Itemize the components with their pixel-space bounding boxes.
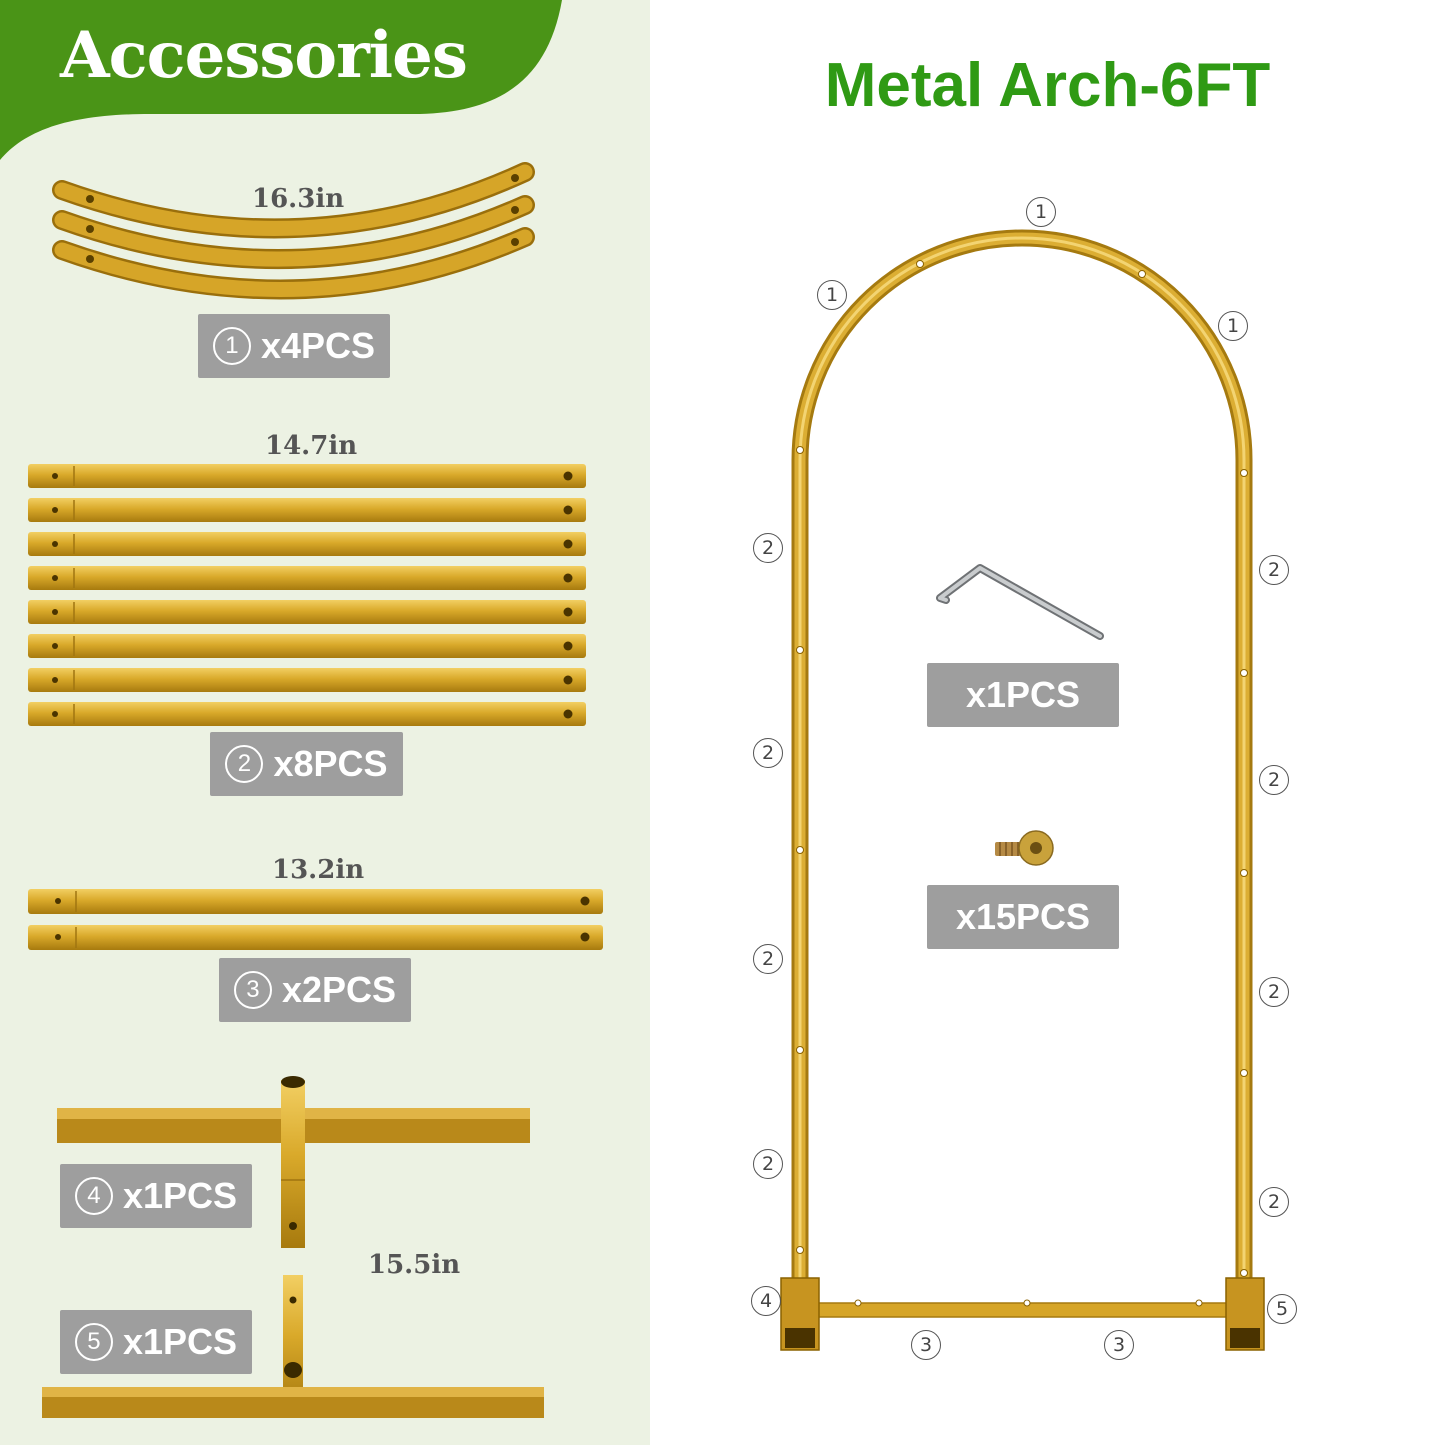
qty-text: x1PCS <box>965 674 1081 715</box>
screw-qty-badge: x15PCS <box>927 885 1119 949</box>
callout-part-3: 3 <box>911 1330 941 1360</box>
accessories-banner <box>0 0 562 160</box>
callout-part-1: 1 <box>817 280 847 310</box>
part-number-icon: 3 <box>233 971 272 1009</box>
dimension-label-part-3: 13.2in <box>272 855 365 885</box>
dimension-label-part-2: 14.7in <box>265 431 358 461</box>
main-title: Metal Arch-6FT <box>824 51 1271 120</box>
callout-part-4: 4 <box>751 1286 781 1316</box>
callout-part-2: 2 <box>1259 555 1289 585</box>
qty-text: x4PCS <box>260 325 376 366</box>
curved-tubes <box>52 162 535 300</box>
qty-text: x15PCS <box>955 896 1091 937</box>
callout-part-1: 1 <box>1218 311 1248 341</box>
base-piece-5 <box>42 1275 544 1418</box>
qty-text: x2PCS <box>281 969 397 1010</box>
callout-part-2: 2 <box>1259 1187 1289 1217</box>
parts-illustration <box>28 162 603 1418</box>
qty-text: x1PCS <box>122 1175 238 1216</box>
callout-part-2: 2 <box>1259 977 1289 1007</box>
callout-part-5: 5 <box>1267 1294 1297 1324</box>
callout-part-3: 3 <box>1104 1330 1134 1360</box>
part-number-icon: 5 <box>74 1323 113 1361</box>
part-number-icon: 4 <box>74 1177 113 1215</box>
accessories-title: Accessories <box>60 18 468 93</box>
dimension-label-base: 15.5in <box>368 1250 461 1280</box>
callout-part-2: 2 <box>753 944 783 974</box>
straight-tubes-14in <box>28 464 586 726</box>
callout-part-2: 2 <box>753 533 783 563</box>
part-number-icon: 1 <box>212 327 251 365</box>
qty-text: x1PCS <box>122 1321 238 1362</box>
allen-wrench-icon <box>936 564 1104 640</box>
callout-part-2: 2 <box>753 738 783 768</box>
callout-part-2: 2 <box>753 1149 783 1179</box>
callout-part-2: 2 <box>1259 765 1289 795</box>
part-number-icon: 2 <box>225 745 264 783</box>
qty-text: x8PCS <box>273 743 388 784</box>
callout-part-1: 1 <box>1026 197 1056 227</box>
dimension-label-part-1: 16.3in <box>252 184 345 214</box>
screw-icon <box>995 830 1054 866</box>
straight-tubes-13in <box>28 889 603 950</box>
allen-wrench-qty-badge: x1PCS <box>927 663 1119 727</box>
base-piece-4 <box>57 1076 530 1248</box>
